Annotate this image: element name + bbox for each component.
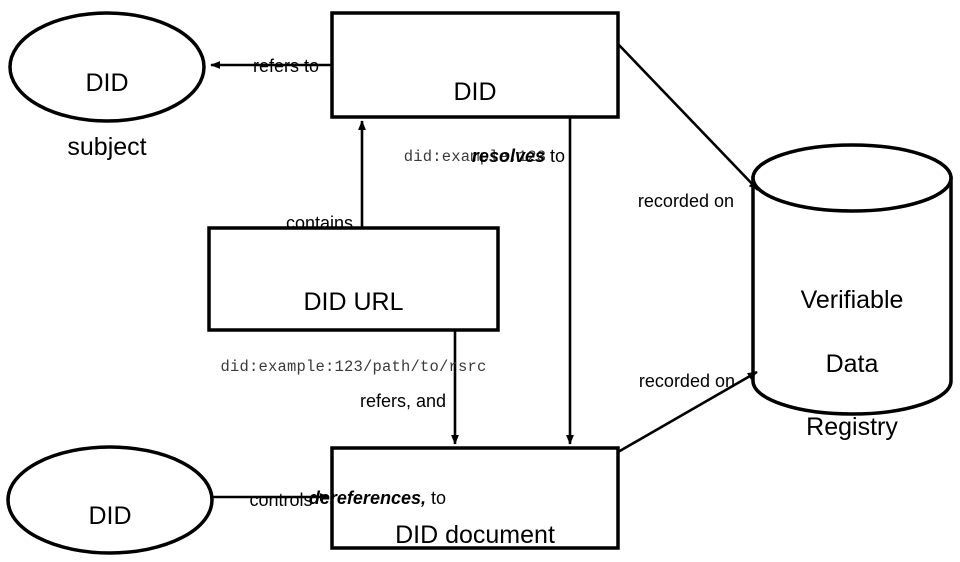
did-url-box	[207, 226, 500, 332]
did-subject-ellipse	[8, 11, 206, 123]
edge-recorded-on-did	[617, 43, 759, 191]
did-box	[330, 11, 620, 119]
did-controller-ellipse	[6, 445, 214, 555]
verifiable-data-registry-cylinder	[751, 143, 953, 416]
did-document-box	[330, 446, 620, 550]
edge-recorded-on-did-document	[617, 370, 758, 454]
